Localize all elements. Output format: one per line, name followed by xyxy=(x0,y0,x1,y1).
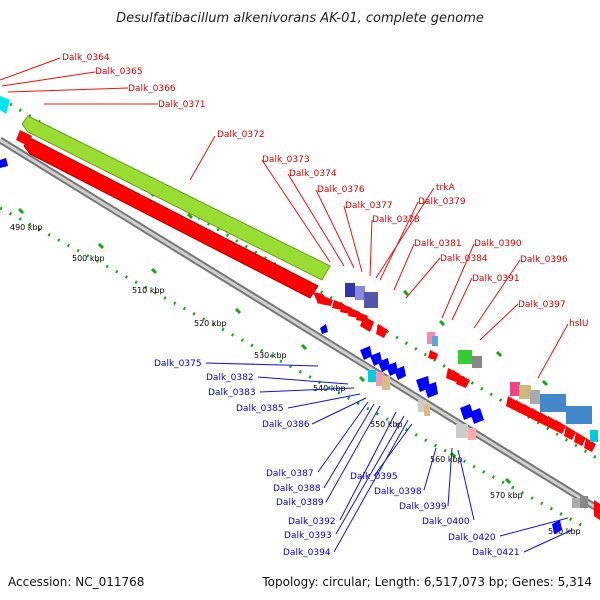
gene-label: Dalk_0382 xyxy=(206,373,254,383)
gene-label: Dalk_0391 xyxy=(472,274,520,284)
gene-label: hslU xyxy=(569,319,588,329)
reverse-gene-leaders xyxy=(205,362,573,553)
gene-label: Dalk_0392 xyxy=(288,517,336,527)
gene-label: Dalk_0366 xyxy=(128,84,176,94)
reverse-cds-arrows xyxy=(0,158,562,534)
scale-label: 560 kbp xyxy=(430,455,463,464)
gene-label: Dalk_0383 xyxy=(208,388,256,398)
forward-gene-leaders xyxy=(0,57,569,379)
scale-label: 540 kbp xyxy=(313,384,346,393)
gene-label: Dalk_0390 xyxy=(474,239,522,249)
reverse-colored-features xyxy=(368,370,580,508)
gene-label: Dalk_0400 xyxy=(422,517,470,527)
gene-label: Dalk_0397 xyxy=(518,300,566,310)
gene-label: Dalk_0385 xyxy=(236,404,284,414)
inner-tick-track xyxy=(0,206,586,529)
reverse-gene-labels: Dalk_0375 Dalk_0382 Dalk_0383 Dalk_0385 … xyxy=(154,359,520,558)
scale-label: 580 kbp xyxy=(548,527,581,536)
gene-label: Dalk_0378 xyxy=(372,215,420,225)
scale-labels: 490 kbp 500 kbp 510 kbp 520 kbp 530 kbp … xyxy=(10,223,581,536)
gene-label: Dalk_0377 xyxy=(345,201,393,211)
gene-label: Dalk_0375 xyxy=(154,359,202,369)
scale-label: 550 kbp xyxy=(370,420,403,429)
scale-label: 520 kbp xyxy=(194,319,227,328)
large-feature-blocks xyxy=(0,96,331,299)
scale-label: 530 kbp xyxy=(254,351,287,360)
genome-title: Desulfatibacillum alkenivorans AK-01, co… xyxy=(116,11,484,26)
colored-features xyxy=(345,283,598,508)
gene-label: Dalk_0386 xyxy=(262,420,310,430)
scale-label: 570 kbp xyxy=(490,491,523,500)
gene-label: Dalk_0421 xyxy=(472,548,520,558)
gene-label: Dalk_0379 xyxy=(418,197,466,207)
gene-label: Dalk_0373 xyxy=(262,155,310,165)
gene-label: Dalk_0396 xyxy=(520,255,568,265)
gene-label: Dalk_0389 xyxy=(276,498,324,508)
forward-cds-arrows xyxy=(313,292,600,520)
forward-gene-labels: Dalk_0364 Dalk_0365 Dalk_0366 Dalk_0371 … xyxy=(62,53,588,329)
gene-label: Dalk_0398 xyxy=(374,487,422,497)
gene-label: Dalk_0365 xyxy=(95,67,143,77)
scale-label: 510 kbp xyxy=(132,286,165,295)
gene-label: trkA xyxy=(436,183,455,193)
scale-label: 490 kbp xyxy=(10,223,43,232)
accession-text: Accession: NC_011768 xyxy=(8,575,144,589)
gene-label: Dalk_0374 xyxy=(289,169,337,179)
genome-summary-text: Topology: circular; Length: 6,517,073 bp… xyxy=(261,575,592,589)
gene-label: Dalk_0388 xyxy=(273,484,321,494)
gene-label: Dalk_0372 xyxy=(217,130,265,140)
gene-label: Dalk_0376 xyxy=(317,185,365,195)
scale-label: 500 kbp xyxy=(72,254,105,263)
gene-label: Dalk_0399 xyxy=(399,502,447,512)
gene-label: Dalk_0387 xyxy=(266,469,314,479)
genome-backbone xyxy=(0,137,600,513)
gene-label: Dalk_0395 xyxy=(350,472,398,482)
gene-label: Dalk_0393 xyxy=(284,531,332,541)
gene-label: Dalk_0381 xyxy=(414,239,462,249)
gene-label: Dalk_0371 xyxy=(158,100,206,110)
gene-label: Dalk_0364 xyxy=(62,53,110,63)
gene-label: Dalk_0394 xyxy=(283,548,331,558)
gene-label: Dalk_0384 xyxy=(440,254,488,264)
gene-label: Dalk_0420 xyxy=(448,533,496,543)
